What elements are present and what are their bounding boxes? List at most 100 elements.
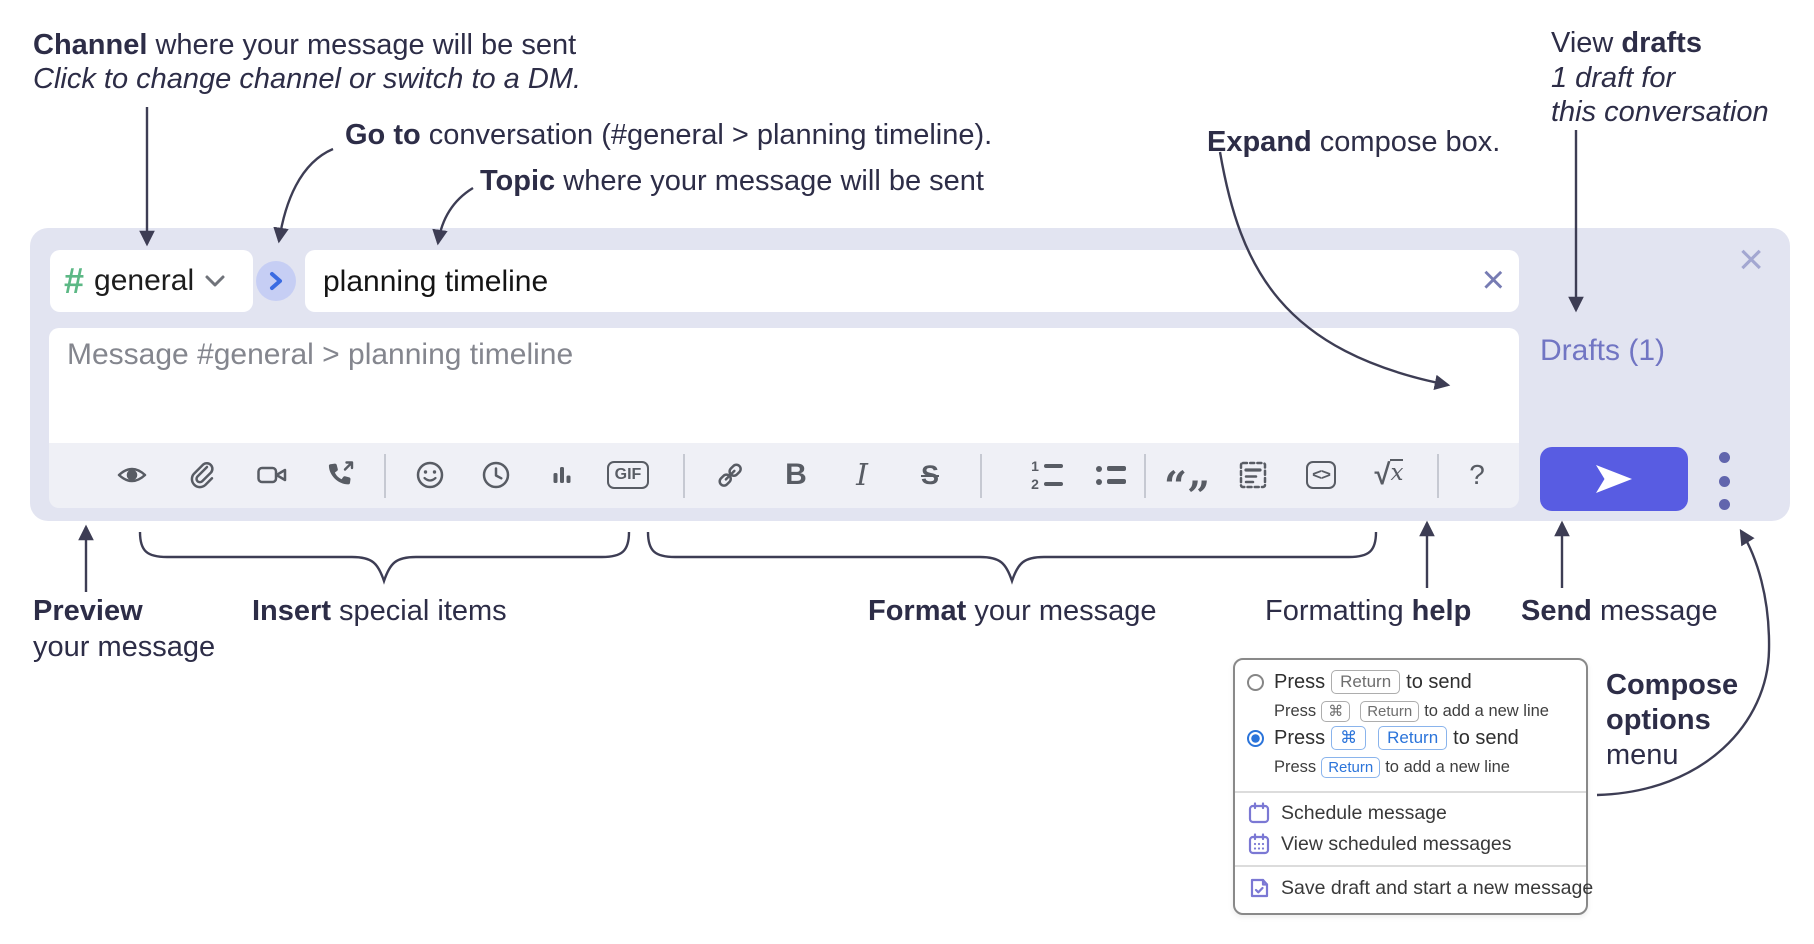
annotation-insert: Insert special items (252, 595, 507, 627)
annotation-channel-line2: Click to change channel or switch to a D… (33, 63, 582, 95)
annotation-drafts-line1: View drafts (1551, 27, 1702, 59)
calendar-dots-icon (1248, 833, 1270, 855)
paperclip-icon (190, 461, 214, 489)
toolbar-divider (1437, 454, 1439, 498)
gif-button[interactable]: GIF (606, 452, 650, 498)
toolbar-divider (1144, 454, 1146, 498)
kebab-dot (1718, 499, 1730, 510)
annotation-drafts-line3: this conversation (1551, 96, 1769, 128)
annotation-expand: Expand compose box. (1207, 126, 1501, 158)
menu-item-schedule-message[interactable]: Schedule message (1247, 801, 1447, 825)
menu-item-save-draft[interactable]: Save draft and start a new message (1247, 876, 1593, 900)
phone-call-icon (328, 461, 354, 485)
kebab-dot (1718, 475, 1730, 487)
attach-file-button[interactable] (180, 452, 224, 498)
inline-code-button[interactable]: <> (1299, 452, 1343, 498)
code-block-button[interactable] (1231, 452, 1275, 498)
bold-icon: B (785, 458, 807, 491)
link-icon (718, 463, 742, 487)
compose-box: # general × × (30, 228, 1790, 521)
topic-field-container: × (305, 250, 1519, 314)
call-button[interactable] (318, 452, 362, 498)
key-cmd: ⌘ (1331, 726, 1367, 750)
video-camera-icon (257, 466, 287, 484)
annotation-topic: Topic where your message will be sent (480, 165, 984, 197)
bar-chart-icon (553, 467, 571, 483)
ordered-list-button[interactable]: 1 2 (1025, 452, 1069, 498)
annotation-compose-line1: Compose (1606, 669, 1739, 701)
draft-check-icon (1250, 878, 1269, 898)
topic-input[interactable] (321, 250, 1455, 314)
toolbar-divider (384, 454, 386, 498)
option-text: to send (1453, 726, 1519, 749)
toolbar-divider (980, 454, 982, 498)
option-text: Press (1274, 726, 1326, 749)
annotation-drafts-line2: 1 draft for (1551, 62, 1676, 94)
channel-hash-icon: # (64, 260, 85, 301)
compose-options-button[interactable] (1712, 450, 1736, 512)
channel-selector[interactable]: # general (50, 250, 253, 312)
annotation-channel-line1: Channel where your message will be sent (33, 29, 577, 61)
annotation-preview-line1: Preview (33, 595, 143, 627)
chevron-down-icon (205, 275, 225, 287)
latex-button[interactable]: √ x (1367, 452, 1411, 498)
compose-options-menu: Press Return to send Press ⌘ Return to a… (1233, 658, 1593, 915)
goto-conversation-button[interactable] (256, 261, 296, 301)
toolbar-divider (683, 454, 685, 498)
sqrt-icon: √ x (1374, 458, 1404, 491)
drafts-link[interactable]: Drafts (1) (1540, 334, 1666, 367)
key-return: Return (1360, 701, 1420, 722)
menu-item-label: Save draft and start a new message (1281, 876, 1594, 899)
bullet-list-icon (1096, 465, 1126, 485)
message-input[interactable] (65, 336, 1449, 435)
kebab-dot (1718, 452, 1730, 463)
menu-divider (1235, 865, 1586, 867)
menu-option-return-sub: Press ⌘ Return to add a new line (1274, 701, 1549, 722)
send-button[interactable] (1540, 447, 1688, 511)
annotation-send: Send message (1521, 595, 1718, 627)
channel-name: general (94, 264, 195, 297)
menu-divider (1235, 791, 1586, 793)
schedule-send-button[interactable] (474, 452, 518, 498)
message-area (49, 328, 1519, 489)
calendar-icon (1248, 802, 1270, 824)
video-button[interactable] (250, 452, 294, 498)
key-cmd: ⌘ (1321, 701, 1351, 722)
preview-button[interactable] (110, 452, 154, 498)
menu-item-view-scheduled[interactable]: View scheduled messages (1247, 832, 1512, 856)
quote-icon: “ ” (1163, 463, 1211, 520)
italic-button[interactable]: I (840, 452, 884, 498)
bold-button[interactable]: B (774, 452, 818, 498)
poll-button[interactable] (540, 452, 584, 498)
strikethrough-button[interactable]: S (908, 452, 952, 498)
chevron-right-icon (270, 272, 282, 290)
option-text: to send (1406, 670, 1472, 693)
brace-format (646, 531, 1378, 585)
link-button[interactable] (708, 452, 752, 498)
compose-toolbar: GIF B I S 1 2 (49, 443, 1519, 520)
key-return: Return (1331, 670, 1401, 694)
gif-icon: GIF (606, 461, 650, 489)
menu-option-cmd-return-to-send[interactable]: Press ⌘ Return to send (1235, 726, 1586, 750)
menu-item-label: View scheduled messages (1281, 832, 1512, 855)
send-icon (1596, 465, 1632, 493)
inline-code-icon: <> (1306, 461, 1336, 489)
radio-selected-icon[interactable] (1247, 729, 1264, 747)
bullet-list-button[interactable] (1089, 452, 1133, 498)
menu-option-cmd-return-sub: Press Return to add a new line (1274, 757, 1510, 778)
code-block-icon (1239, 461, 1267, 489)
close-icon[interactable]: × (1738, 235, 1764, 284)
italic-icon: I (856, 457, 868, 493)
radio-unselected-icon[interactable] (1247, 673, 1264, 691)
clear-topic-icon[interactable]: × (1481, 258, 1505, 302)
quote-button[interactable]: “ ” (1163, 452, 1211, 520)
smiley-icon (416, 461, 444, 489)
emoji-button[interactable] (408, 452, 452, 498)
brace-insert (138, 531, 631, 585)
formatting-help-button[interactable]: ? (1455, 452, 1499, 498)
menu-option-return-to-send[interactable]: Press Return to send (1235, 670, 1586, 694)
key-return: Return (1378, 726, 1448, 750)
clock-icon (482, 461, 510, 489)
annotation-help: Formatting help (1265, 595, 1472, 627)
